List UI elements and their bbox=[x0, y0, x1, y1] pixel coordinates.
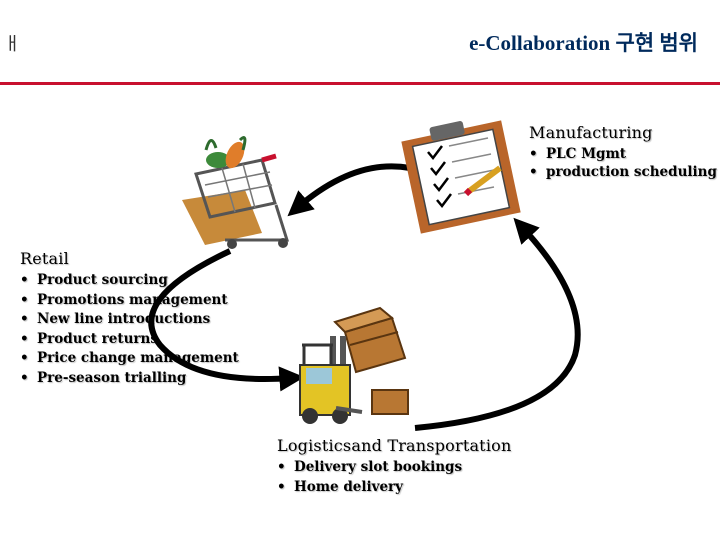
list-item: • Pre-season trialling bbox=[20, 369, 239, 389]
list-item: • Promotions management bbox=[20, 291, 239, 311]
list-item-text: Promotions management bbox=[37, 291, 228, 308]
list-item-text: Home delivery bbox=[294, 478, 404, 495]
list-item: • production scheduling bbox=[529, 163, 717, 181]
bullet: • bbox=[277, 459, 286, 475]
list-item: • Product returns bbox=[20, 330, 239, 350]
list-item: • New line introductions bbox=[20, 310, 239, 330]
shopping-cart-icon bbox=[182, 136, 290, 249]
logistics-heading: Logisticsand Transportation bbox=[277, 436, 512, 455]
arrow-manufacturing-to-retail bbox=[287, 163, 411, 217]
bullet: • bbox=[20, 350, 29, 366]
bullet: • bbox=[20, 311, 29, 327]
retail-list: • Product sourcing • Promotions management… bbox=[20, 271, 239, 388]
bullet: • bbox=[20, 272, 29, 288]
retail-heading: Retail bbox=[20, 249, 69, 268]
manufacturing-heading: Manufacturing bbox=[529, 123, 653, 142]
logistics-list: • Delivery slot bookings • Home delivery bbox=[277, 458, 511, 497]
bullet: • bbox=[20, 291, 29, 308]
manufacturing-list: • PLC Mgmt • production scheduling bbox=[529, 145, 717, 181]
list-item-text: PLC Mgmt bbox=[546, 146, 626, 162]
list-item-text: New line introductions bbox=[37, 311, 211, 327]
corner-mark: ㅐ bbox=[4, 34, 21, 55]
list-item: • Delivery slot bookings bbox=[277, 458, 511, 478]
list-item-text: Pre-season trialling bbox=[37, 369, 187, 386]
title-divider bbox=[0, 82, 720, 85]
bullet: • bbox=[529, 164, 538, 180]
bullet: • bbox=[20, 369, 29, 386]
bullet: • bbox=[20, 330, 29, 347]
list-item-text: Delivery slot bookings bbox=[294, 459, 463, 475]
list-item: • Home delivery bbox=[277, 478, 511, 498]
list-item: • Price change management bbox=[20, 349, 239, 369]
bullet: • bbox=[277, 478, 286, 495]
list-item-text: Price change management bbox=[37, 350, 239, 366]
clipboard-checklist-icon bbox=[401, 120, 521, 234]
arrow-logistics-to-manufacturing bbox=[414, 217, 581, 431]
list-item-text: production scheduling bbox=[546, 164, 717, 180]
list-item: • PLC Mgmt bbox=[529, 145, 717, 163]
list-item-text: Product returns bbox=[37, 330, 158, 347]
list-item: • Product sourcing bbox=[20, 271, 239, 291]
logistics-block: Logisticsand Transportation • Delivery sl… bbox=[277, 436, 511, 497]
page-title: e-Collaboration 구현 범위 bbox=[469, 31, 698, 55]
arrow-retail-to-logistics bbox=[148, 248, 305, 392]
forklift-crates-icon bbox=[299, 306, 409, 424]
list-item-text: Product sourcing bbox=[37, 272, 168, 288]
bullet: • bbox=[529, 146, 538, 162]
retail-block: Retail • Product sourcing • Promotions man… bbox=[20, 249, 239, 388]
manufacturing-block: Manufacturing • PLC Mgmt • production sche… bbox=[529, 123, 717, 181]
